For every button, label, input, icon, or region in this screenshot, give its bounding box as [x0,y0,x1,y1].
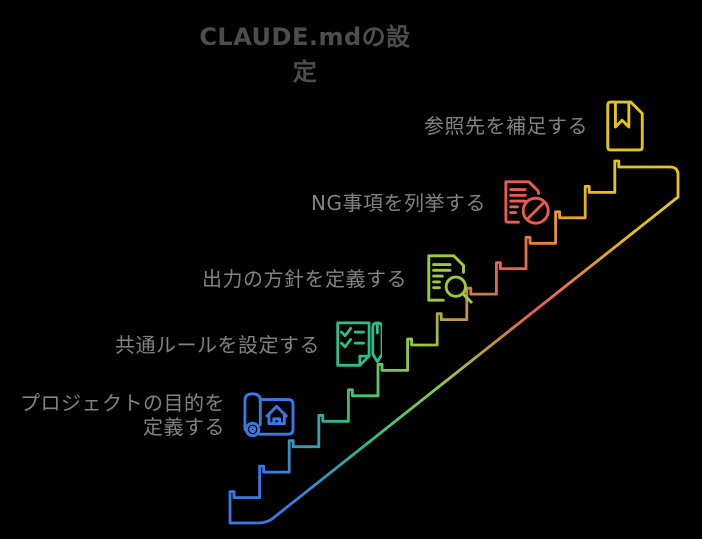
document-search-icon [427,254,473,304]
step-2-label: 共通ルールを設定する [115,332,320,357]
step-5-row: 参照先を補足する [424,98,648,154]
step-1-label: プロジェクトの目的を 定義する [20,390,225,439]
checklist-pen-icon [336,321,382,367]
step-1-row: プロジェクトの目的を 定義する [20,390,297,440]
blueprint-house-icon-strokes [243,392,295,438]
step-4-label: NG事項を列挙する [311,190,486,215]
document-search-icon-strokes [427,254,473,304]
step-4-row: NG事項を列挙する [308,178,556,228]
step-3-label: 出力の方針を定義する [202,266,407,291]
book-bookmark-icon [606,100,644,152]
step-3-row: 出力の方針を定義する [202,252,479,306]
checklist-pen-icon-strokes [336,321,382,367]
page-title: CLAUDE.mdの設定 [199,23,411,86]
staircase-path [228,159,680,525]
document-prohibition-icon [504,180,550,225]
step-2-row: 共通ルールを設定する [115,318,382,372]
book-bookmark-icon-strokes [606,100,644,152]
document-prohibition-icon-strokes [504,180,550,225]
step-5-label: 参照先を補足する [424,113,588,138]
blueprint-house-icon [243,392,295,438]
